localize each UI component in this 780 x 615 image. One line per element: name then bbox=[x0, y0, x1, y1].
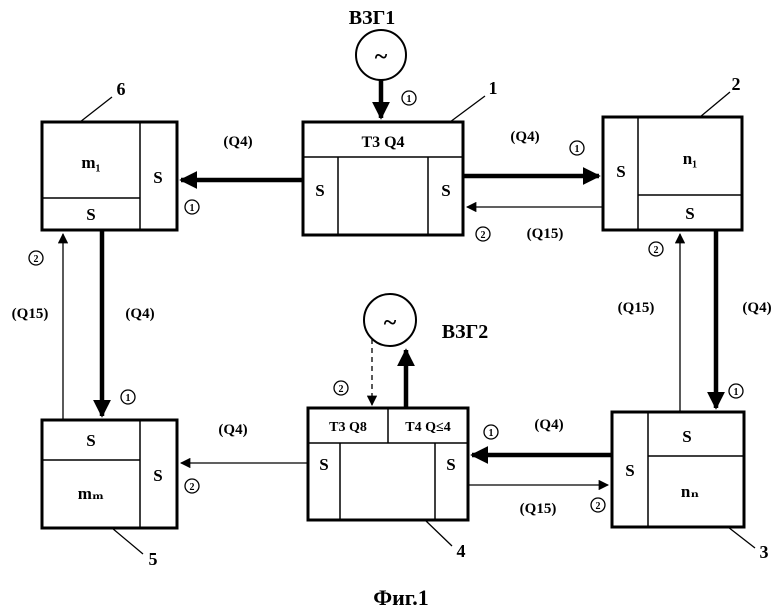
node-1: Т3 Q4 S S 1 bbox=[301, 78, 498, 237]
node-4-left-s: S bbox=[319, 455, 328, 474]
generator-1-label: ВЗГ1 bbox=[349, 7, 396, 29]
svg-text:2: 2 bbox=[481, 230, 486, 241]
svg-text:1: 1 bbox=[190, 203, 195, 214]
node-6-right-s: S bbox=[153, 168, 162, 187]
marker-two-n1: 2 bbox=[475, 226, 491, 242]
svg-text:1: 1 bbox=[734, 387, 739, 398]
node-1-right-s: S bbox=[441, 181, 450, 200]
svg-text:2: 2 bbox=[596, 501, 601, 512]
node-5-top-s: S bbox=[86, 431, 95, 450]
label-e6-5: (Q4) bbox=[125, 306, 154, 322]
label-e4-5: (Q4) bbox=[218, 422, 247, 438]
node-5: S mₘ S 5 bbox=[40, 418, 179, 569]
node-3-bottom: nₙ bbox=[681, 482, 699, 501]
node-3-box bbox=[610, 410, 746, 529]
marker-one-n3: 1 bbox=[728, 383, 744, 399]
node-5-bottom: mₘ bbox=[78, 484, 105, 503]
node-4-header-right: Т4 Q≤4 bbox=[405, 420, 450, 435]
svg-text:1: 1 bbox=[575, 144, 580, 155]
node-4: Т3 Q8 Т4 Q≤4 S S 4 bbox=[306, 406, 470, 561]
label-e2-1: (Q15) bbox=[527, 226, 564, 242]
label-e5-6: (Q15) bbox=[12, 306, 49, 322]
figure-caption: Фиг.1 bbox=[373, 585, 429, 610]
node-2: n₁ S S 2 bbox=[601, 74, 744, 232]
node-2-number: 2 bbox=[732, 74, 741, 94]
generator-1-symbol: ~ bbox=[375, 44, 388, 70]
node-1-header: Т3 Q4 bbox=[361, 134, 404, 151]
node-2-box bbox=[601, 115, 744, 232]
marker-one-n2: 1 bbox=[569, 140, 585, 156]
node-3-number: 3 bbox=[760, 542, 769, 562]
node-6-number: 6 bbox=[117, 79, 126, 99]
label-e1-2: (Q4) bbox=[510, 129, 539, 145]
node-3-top-s: S bbox=[682, 427, 691, 446]
svg-text:2: 2 bbox=[34, 254, 39, 265]
label-e4-3: (Q15) bbox=[520, 501, 557, 517]
node-6-box bbox=[40, 120, 179, 232]
node-6-bottom-s: S bbox=[86, 205, 95, 224]
node-2-top: n₁ bbox=[683, 149, 698, 168]
generator-2: ~ ВЗГ2 bbox=[363, 293, 489, 347]
svg-text:2: 2 bbox=[339, 384, 344, 395]
generator-2-circle bbox=[363, 293, 417, 347]
label-e3-4: (Q4) bbox=[534, 417, 563, 433]
label-e3-2: (Q15) bbox=[618, 300, 655, 316]
node-2-bottom-s: S bbox=[685, 204, 694, 223]
node-4-right-s: S bbox=[446, 455, 455, 474]
svg-text:2: 2 bbox=[190, 482, 195, 493]
node-2-left-s: S bbox=[616, 162, 625, 181]
marker-two-n6: 2 bbox=[28, 250, 44, 266]
generator-2-symbol: ~ bbox=[384, 310, 397, 336]
node-1-left-s: S bbox=[315, 181, 324, 200]
node-3: S S nₙ 3 bbox=[610, 410, 769, 562]
node-4-header-left: Т3 Q8 bbox=[329, 420, 367, 435]
marker-one-n4: 1 bbox=[483, 424, 499, 440]
label-e2-3: (Q4) bbox=[742, 300, 771, 316]
marker-two-n2: 2 bbox=[648, 241, 664, 257]
generator-2-label: ВЗГ2 bbox=[442, 321, 489, 343]
svg-text:1: 1 bbox=[489, 428, 494, 439]
node-6-top: m₁ bbox=[81, 153, 100, 172]
marker-two-n5: 2 bbox=[184, 478, 200, 494]
node-5-number: 5 bbox=[149, 549, 158, 569]
node-1-number: 1 bbox=[489, 78, 498, 98]
node-5-box bbox=[40, 418, 179, 530]
svg-text:1: 1 bbox=[126, 393, 131, 404]
svg-text:1: 1 bbox=[407, 94, 412, 105]
svg-text:2: 2 bbox=[654, 245, 659, 256]
node-3-left-s: S bbox=[625, 461, 634, 480]
node-4-number: 4 bbox=[457, 541, 466, 561]
marker-two-n3: 2 bbox=[590, 497, 606, 513]
marker-one-n6: 1 bbox=[184, 199, 200, 215]
generator-1: ВЗГ1 ~ bbox=[349, 7, 407, 81]
marker-one-g1: 1 bbox=[401, 90, 417, 106]
node-6: m₁ S S 6 bbox=[40, 79, 179, 232]
marker-two-g2: 2 bbox=[333, 380, 349, 396]
label-e1-6: (Q4) bbox=[223, 134, 252, 150]
marker-one-n5: 1 bbox=[120, 389, 136, 405]
node-5-right-s: S bbox=[153, 466, 162, 485]
